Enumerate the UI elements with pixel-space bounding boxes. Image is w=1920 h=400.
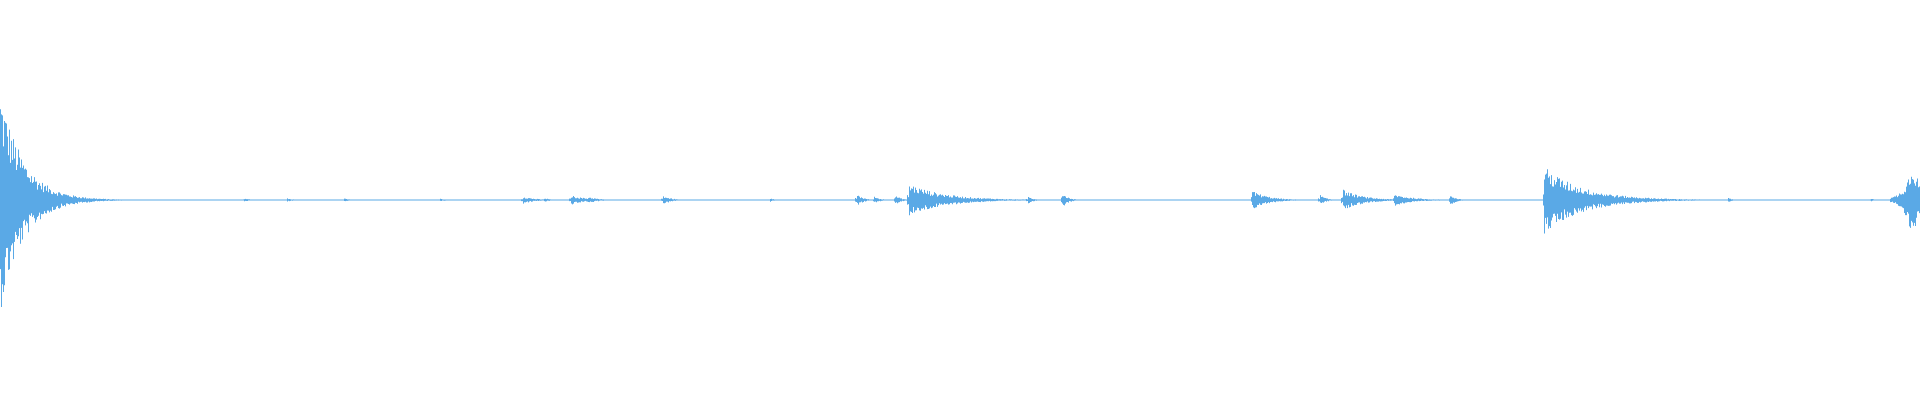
- waveform-trace: [0, 109, 1920, 307]
